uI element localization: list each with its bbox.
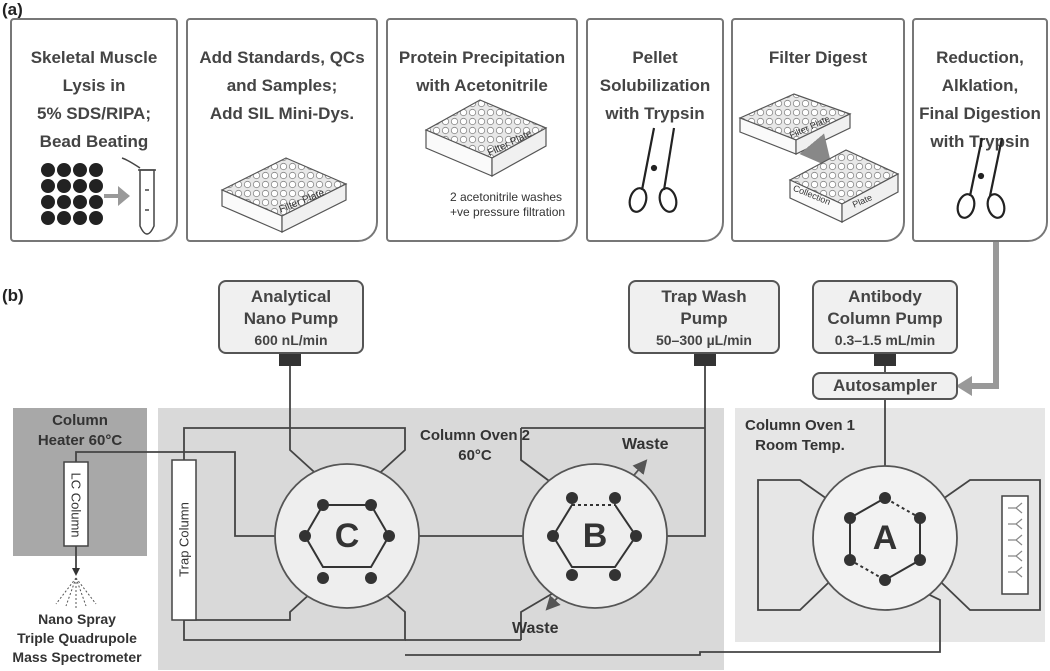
valve-a	[812, 465, 958, 611]
panel-label-a: (a)	[2, 0, 23, 19]
column-oven-1-label: Column Oven 1 Room Temp.	[735, 416, 865, 456]
autosampler-label: Autosampler	[833, 376, 937, 395]
antibody-pump-port	[874, 354, 896, 366]
workflow-arrow	[968, 242, 999, 389]
lc-column-label: LC Column	[68, 472, 84, 538]
trap-wash-pump: Trap Wash Pump 50–300 µL/min	[628, 280, 780, 354]
valve-c	[274, 463, 420, 609]
step-filter-line-1: Filter Digest	[768, 48, 868, 67]
mass-spec-line-2: Triple Quadrupole	[17, 630, 137, 646]
waste-label-bottom: Waste	[512, 620, 559, 637]
column-heater-line-2: Heater 60°C	[37, 432, 123, 449]
filter-plate-icon-3	[738, 93, 852, 155]
workflow-arrowhead	[956, 376, 972, 396]
step-reduction-line-4: with Trypsin	[930, 132, 1030, 151]
precip-note: 2 acetonitrile washes +ve pressure filtr…	[450, 190, 565, 220]
step-add-line-2: and Samples;	[226, 76, 338, 95]
down-arrow-icon	[799, 133, 833, 169]
nano-spray-icon	[55, 577, 97, 608]
step-reduction-line-3: Final Digestion	[919, 104, 1041, 123]
step-lysis-line-2: Lysis in	[62, 76, 126, 95]
step-pellet-line-3: with Trypsin	[605, 104, 705, 123]
step-reduction-line-2: Alklation,	[941, 76, 1019, 95]
transfer-arrow-icon	[104, 186, 130, 206]
antibody-pump-rate: 0.3–1.5 mL/min	[834, 332, 936, 348]
analytical-pump-title-2: Nano Pump	[243, 309, 339, 328]
antibody-pump-title-2: Column Pump	[827, 309, 943, 328]
mass-spec-label: Nano Spray Triple Quadrupole Mass Spectr…	[0, 610, 154, 667]
analytical-nano-pump: Analytical Nano Pump 600 nL/min	[218, 280, 364, 354]
step-add-line-3: Add SIL Mini-Dys.	[209, 104, 355, 123]
lc-column	[63, 461, 89, 547]
column-heater-line-1: Column	[52, 412, 108, 429]
tube-icon	[121, 157, 156, 235]
precip-note-line-1: 2 acetonitrile washes	[450, 190, 563, 204]
column-oven-2-label: Column Oven 2 60°C	[400, 426, 550, 466]
valve-c-label: C	[334, 517, 360, 555]
scissors-icon-2	[956, 137, 1006, 219]
column-heater-label: Column Heater 60°C	[13, 411, 147, 451]
precip-note-line-2: +ve pressure filtration	[450, 205, 566, 219]
panel-label-b: (b)	[2, 286, 24, 305]
step-pellet-line-1: Pellet	[632, 48, 678, 67]
collection-plate-icon	[788, 149, 900, 224]
valve-b-label: B	[582, 517, 608, 555]
trap-wash-pump-port	[694, 354, 716, 366]
step-reduction-line-1: Reduction,	[936, 48, 1024, 67]
mass-spec-line-1: Nano Spray	[38, 611, 116, 627]
step-lysis-line-1: Skeletal Muscle	[30, 48, 158, 67]
step-precipitation: Protein Precipitation with Acetonitrile	[386, 18, 578, 242]
step-pellet: Pellet Solubilization with Trypsin	[586, 18, 724, 242]
antibody-column-icon	[1001, 495, 1029, 595]
step-pellet-line-2: Solubilization	[599, 76, 711, 95]
analytical-pump-rate: 600 nL/min	[254, 332, 328, 348]
valve-b	[522, 463, 668, 609]
scissors-icon	[628, 127, 678, 213]
trap-wash-title-1: Trap Wash	[661, 287, 747, 306]
trap-column-label: Trap Column	[176, 502, 192, 577]
step-precip-line-1: Protein Precipitation	[398, 48, 566, 67]
analytical-pump-port	[279, 354, 301, 366]
autosampler: Autosampler	[812, 372, 958, 400]
antibody-column-pump: Antibody Column Pump 0.3–1.5 mL/min	[812, 280, 958, 354]
column-oven-1-line-1: Column Oven 1	[744, 417, 856, 434]
valve-a-label: A	[872, 519, 898, 557]
column-oven-2-line-1: Column Oven 2	[419, 427, 531, 444]
beads-icon	[41, 163, 103, 225]
step-add-line-1: Add Standards, QCs	[199, 48, 365, 67]
column-oven-2-line-2: 60°C	[458, 447, 492, 464]
step-lysis-line-3: 5% SDS/RIPA;	[37, 104, 151, 123]
step-lysis-line-4: Bead Beating	[39, 132, 149, 151]
tubing	[75, 366, 1041, 656]
spray-tip-icon	[72, 568, 80, 576]
analytical-pump-title-1: Analytical	[250, 287, 332, 306]
filter-plate-icon-2	[424, 99, 548, 178]
column-oven-1-line-2: Room Temp.	[755, 437, 845, 454]
waste-label-top: Waste	[622, 436, 669, 453]
step-reduction: Reduction, Alklation, Final Digestion wi…	[912, 18, 1048, 242]
mass-spec-line-3: Mass Spectrometer	[12, 649, 142, 665]
step-lysis: Skeletal Muscle Lysis in 5% SDS/RIPA; Be…	[10, 18, 178, 242]
step-precip-line-2: with Acetonitrile	[416, 76, 548, 95]
trap-wash-title-2: Pump	[680, 309, 728, 328]
trap-column	[171, 459, 197, 621]
antibody-pump-title-1: Antibody	[848, 287, 922, 306]
trap-wash-rate: 50–300 µL/min	[655, 332, 752, 348]
filter-plate-icon	[220, 157, 348, 233]
